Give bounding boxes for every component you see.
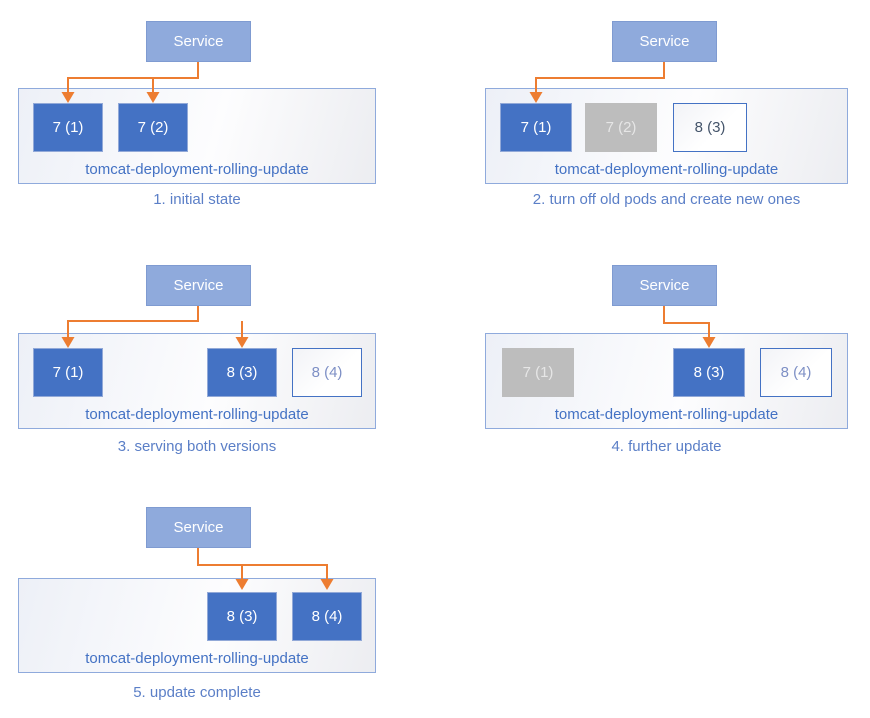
service-label: Service <box>173 519 224 536</box>
panel2-pod-7-1: 7 (1) <box>500 103 572 152</box>
panel4-pod-7-1: 7 (1) <box>502 348 574 397</box>
panel2-service-box: Service <box>612 21 717 62</box>
deployment-label: tomcat-deployment-rolling-update <box>554 161 779 178</box>
panel1-pod-7-2: 7 (2) <box>118 103 188 152</box>
panel3-service-box: Service <box>146 265 251 306</box>
panel2-caption: 2. turn off old pods and create new ones <box>532 191 801 208</box>
panel4-pod-8-4: 8 (4) <box>760 348 832 397</box>
panel1-caption: 1. initial state <box>153 191 241 208</box>
deployment-label: tomcat-deployment-rolling-update <box>554 406 779 423</box>
panel3-pod-8-4: 8 (4) <box>292 348 362 397</box>
panel4-pod-8-3: 8 (3) <box>673 348 745 397</box>
panel5-caption: 5. update complete <box>133 684 261 701</box>
service-label: Service <box>173 277 224 294</box>
panel3-caption: 3. serving both versions <box>117 438 277 455</box>
service-label: Service <box>639 277 690 294</box>
deployment-label: tomcat-deployment-rolling-update <box>85 650 309 667</box>
panel4-service-box: Service <box>612 265 717 306</box>
service-label: Service <box>639 33 690 50</box>
panel1-service-box: Service <box>146 21 251 62</box>
panel5-service-box: Service <box>146 507 251 548</box>
service-label: Service <box>173 33 224 50</box>
panel3-pod-8-3: 8 (3) <box>207 348 277 397</box>
panel5-pod-8-3: 8 (3) <box>207 592 277 641</box>
panel1-pod-7-1: 7 (1) <box>33 103 103 152</box>
panel4-caption: 4. further update <box>611 438 722 455</box>
arrow-line <box>197 548 328 579</box>
panel2-pod-7-2: 7 (2) <box>585 103 657 152</box>
panel5-pod-8-4: 8 (4) <box>292 592 362 641</box>
deployment-label: tomcat-deployment-rolling-update <box>85 406 309 423</box>
panel2-pod-8-3: 8 (3) <box>673 103 747 152</box>
deployment-label: tomcat-deployment-rolling-update <box>85 161 309 178</box>
panel3-pod-7-1: 7 (1) <box>33 348 103 397</box>
